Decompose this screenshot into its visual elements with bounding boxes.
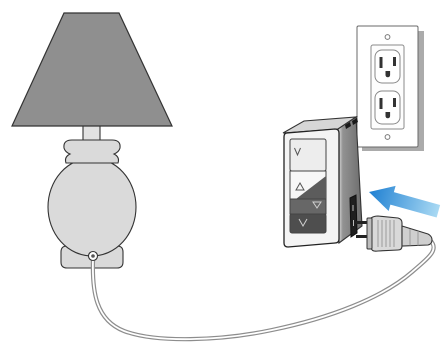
lamp-body xyxy=(47,157,137,257)
lower-icon xyxy=(312,201,322,209)
dimmer-off-button xyxy=(289,213,327,234)
lamp-shade xyxy=(11,12,173,127)
dimmer-wall-prong xyxy=(352,118,358,125)
cord-grommet-hole xyxy=(91,254,95,258)
hot-slot xyxy=(393,98,396,107)
table-lamp xyxy=(11,12,173,269)
receptacle-top xyxy=(374,49,401,84)
neutral-slot xyxy=(379,57,383,68)
raise-button-shading xyxy=(296,176,326,199)
hot-slot xyxy=(393,57,396,66)
lamp-cord-outline xyxy=(90,237,436,342)
lamp-cord xyxy=(90,237,436,342)
ground-hole xyxy=(385,71,391,78)
dimmer-on-button xyxy=(289,138,327,172)
neutral-slot xyxy=(379,98,383,109)
dimmer-side-receptacle xyxy=(349,194,358,238)
insert-arrow-shape xyxy=(369,185,441,218)
lamp-plug xyxy=(356,215,433,252)
plug-face xyxy=(366,217,373,250)
plug-in-dimmer xyxy=(282,116,363,248)
plug-prong xyxy=(356,221,370,224)
on-icon xyxy=(294,147,301,157)
off-icon xyxy=(298,218,308,228)
plate-screw-top xyxy=(384,34,391,40)
ground-hole xyxy=(385,112,391,119)
lamp-collar xyxy=(63,139,121,164)
plug-prong xyxy=(356,235,370,238)
dimmer-lower-button xyxy=(289,198,327,215)
wall-outlet xyxy=(356,25,424,151)
dimmer-wall-prong xyxy=(345,122,351,129)
lamp-neck xyxy=(82,123,101,143)
plate-screw-bottom xyxy=(384,134,391,140)
receptacle-face xyxy=(374,49,401,84)
plug-strain-relief xyxy=(401,225,433,247)
receptacle-bottom xyxy=(374,90,401,125)
lamp-cord-core xyxy=(91,239,435,341)
insert-arrow-icon xyxy=(369,185,441,218)
receptacle-face xyxy=(374,90,401,125)
dimmer-buttons xyxy=(289,138,327,234)
raise-icon xyxy=(295,181,305,191)
